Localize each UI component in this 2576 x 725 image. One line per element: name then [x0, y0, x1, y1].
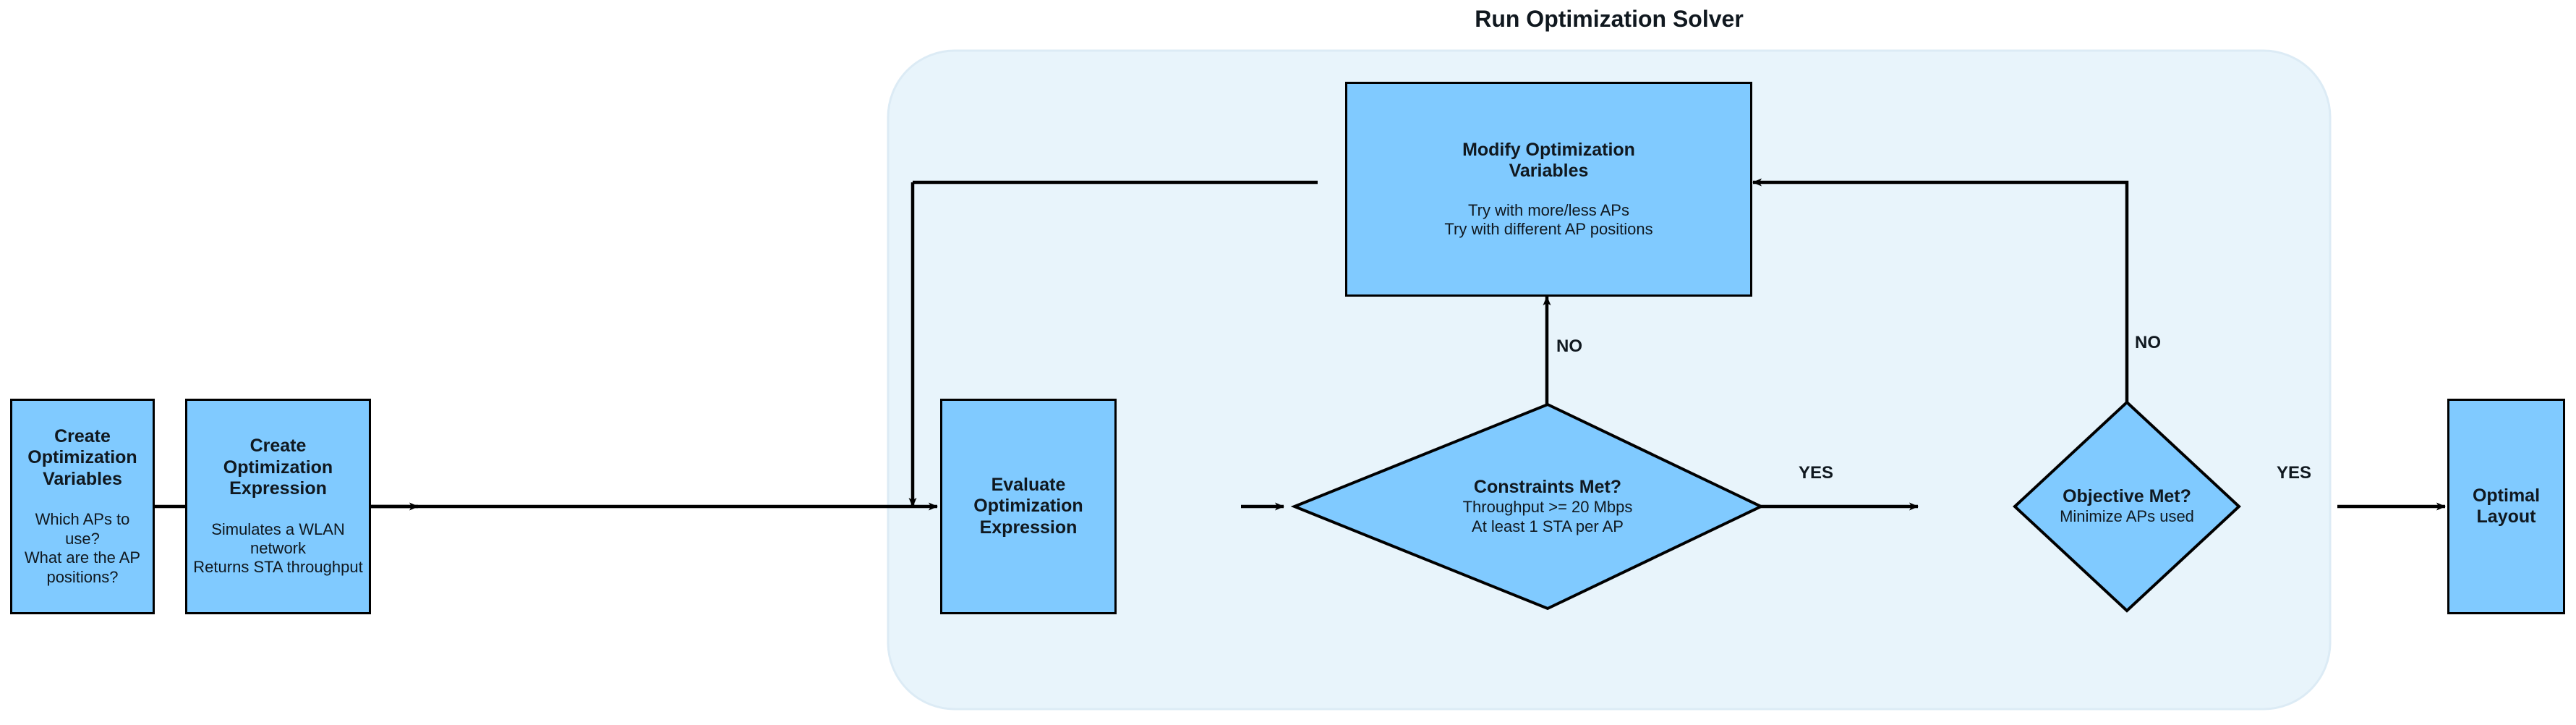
node-evaluate-optimization-expression[interactable]: Evaluate Optimization Expression [940, 399, 1117, 614]
decision-objective-met-shape [2013, 400, 2241, 613]
node-title: Create Optimization Variables [27, 425, 137, 489]
edge-label-constraints-yes: YES [1799, 463, 1834, 483]
node-title: Evaluate Optimization Expression [973, 474, 1083, 538]
node-subtitle: Which APs to use? What are the AP positi… [24, 510, 141, 586]
group-title-run-optimization-solver: Run Optimization Solver [1475, 6, 1744, 32]
edge-label-constraints-no: NO [1556, 336, 1582, 356]
node-subtitle: Try with more/less APs Try with differen… [1444, 200, 1653, 238]
node-subtitle: Simulates a WLAN network Returns STA thr… [193, 520, 363, 577]
node-title: Modify Optimization Variables [1462, 139, 1635, 182]
node-create-optimization-expression[interactable]: Create Optimization Expression Simulates… [185, 399, 371, 614]
edge-label-objective-yes: YES [2277, 463, 2312, 483]
solver-group-panel [887, 49, 2332, 711]
decision-constraints-met-shape [1290, 402, 1765, 611]
edge-label-objective-no: NO [2135, 333, 2161, 352]
node-title: Create Optimization Expression [223, 436, 333, 499]
node-title: Optimal Layout [2472, 485, 2541, 527]
node-modify-optimization-variables[interactable]: Modify Optimization Variables Try with m… [1345, 82, 1752, 297]
node-optimal-layout[interactable]: Optimal Layout [2447, 399, 2565, 614]
edge-objective-no [1752, 178, 2129, 416]
node-create-optimization-variables[interactable]: Create Optimization Variables Which APs … [10, 399, 155, 614]
